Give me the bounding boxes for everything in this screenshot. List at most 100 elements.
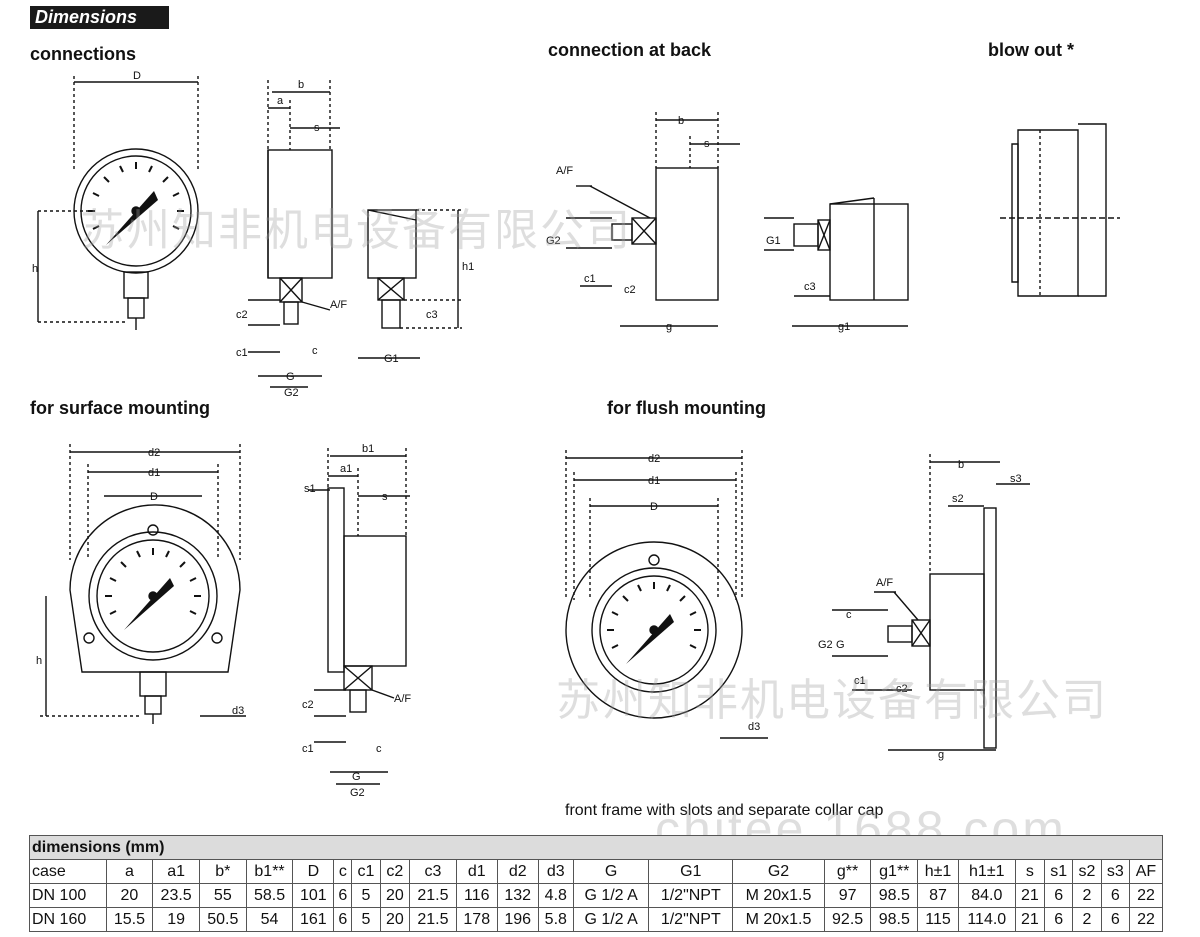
header-cell: c3 (409, 859, 457, 884)
dim-label-a1: a1 (340, 463, 352, 475)
dim-label-c: c (312, 345, 318, 357)
dim-label-b: b (298, 79, 304, 91)
table-cell: 161 (292, 907, 335, 932)
dim-label-b-back: b (678, 115, 684, 127)
dim-label-s3: s3 (1010, 473, 1022, 485)
dim-label-G2-back: G2 (546, 235, 561, 247)
header-cell: b1** (245, 859, 294, 884)
header-cell: s2 (1072, 859, 1102, 884)
dim-label-G: G (286, 371, 295, 383)
dim-label-G1: G1 (384, 353, 399, 365)
section-title-connections: connections (30, 44, 137, 64)
table-cell: M 20x1.5 (732, 883, 825, 908)
dim-label-af-back: A/F (556, 165, 573, 177)
dim-label-h-surface: h (36, 655, 42, 667)
table-cell: 98.5 (870, 883, 919, 908)
table-cell: 54 (245, 907, 294, 932)
section-title-connection-at-back: connection at back (548, 40, 712, 60)
table-cell: 21.5 (409, 907, 457, 932)
dim-label-g1: g1 (838, 321, 850, 333)
header-cell: G (572, 859, 650, 884)
header-cell: c2 (379, 859, 411, 884)
header-cell: h±1 (917, 859, 959, 884)
header-cell: h1±1 (957, 859, 1016, 884)
dim-label-c1-surface: c1 (302, 743, 314, 755)
dim-label-d1-flush: d1 (648, 475, 660, 487)
surface-mount-side: b1 a1 s1 s A/F c2 c1 c G G2 (302, 443, 411, 799)
surface-mount-front: d2 d1 D h d3 (36, 444, 246, 724)
table-cell: M 20x1.5 (732, 907, 825, 932)
table-cell: G 1/2 A (572, 883, 650, 908)
table-cell: 6 (1044, 883, 1074, 908)
back-connection-view: b s A/F G2 c1 c2 g G1 c3 g1 (546, 112, 909, 333)
table-header-row: case a a1 b* b1** D c c1 c2 c3 d1 d2 d3 … (29, 859, 1164, 884)
dim-label-c3: c3 (426, 309, 438, 321)
dim-label-s2: s2 (952, 493, 964, 505)
dim-label-b-flush: b (958, 459, 964, 471)
header-cell: d3 (537, 859, 574, 884)
header-cell: G2 (732, 859, 825, 884)
table-cell: 1/2"NPT (648, 907, 734, 932)
header-cell: g1** (870, 859, 919, 884)
header-cell: a1 (152, 859, 200, 884)
table-cell: 58.5 (245, 883, 294, 908)
header-cell: AF (1128, 859, 1164, 884)
header-cell: s3 (1100, 859, 1130, 884)
table-cell: 4.8 (537, 883, 574, 908)
dim-label-D-flush: D (650, 501, 658, 513)
dim-label-c2-surface: c2 (302, 699, 314, 711)
table-cell: 21 (1014, 883, 1046, 908)
table-cell: 19 (152, 907, 200, 932)
section-title-surface-mounting: for surface mounting (30, 398, 211, 418)
gauge-front-view: D h (32, 70, 199, 330)
dimensions-table: dimensions (mm) case a a1 b* b1** D c c1… (29, 835, 1164, 932)
table-cell: 23.5 (152, 883, 200, 908)
dim-label-d2-surface: d2 (148, 447, 160, 459)
dim-label-s1-surface: s1 (304, 483, 316, 495)
caption-front-frame: front frame with slots and separate coll… (565, 802, 884, 819)
table-cell: 21.5 (409, 883, 457, 908)
dim-label-c1: c1 (236, 347, 248, 359)
dim-label-s-surface: s (382, 491, 388, 503)
table-cell: 6 (333, 907, 353, 932)
table-cell: DN 100 (29, 883, 107, 908)
dim-label-s-back: s (704, 138, 710, 150)
table-cell: 21 (1014, 907, 1046, 932)
dim-label-af-flush: A/F (876, 577, 893, 589)
table-row: DN 160 15.5 19 50.5 54 161 6 5 20 21.5 1… (29, 907, 1164, 932)
table-cell: 6 (333, 883, 353, 908)
dim-label-h1: h1 (462, 261, 474, 273)
table-cell: 115 (917, 907, 959, 932)
table-cell: DN 160 (29, 907, 107, 932)
table-cell: 6 (1100, 883, 1130, 908)
table-cell: 196 (496, 907, 539, 932)
dim-label-c2-back: c2 (624, 284, 636, 296)
header-cell: b* (198, 859, 247, 884)
table-cell: 20 (379, 907, 411, 932)
watermark-company-top: 苏州知非机电设备有限公司 (80, 206, 632, 255)
dim-label-af: A/F (330, 299, 347, 311)
table-cell: 15.5 (105, 907, 154, 932)
dim-label-G2-flush: G2 (818, 639, 833, 651)
dim-label-c1-back: c1 (584, 273, 596, 285)
dim-label-g-flush: g (938, 749, 944, 761)
gauge-side-variant: h1 c3 G1 (358, 209, 474, 365)
dim-label-c2-flush: c2 (896, 683, 908, 695)
header-cell: d1 (455, 859, 498, 884)
table-cell: 5.8 (537, 907, 574, 932)
dim-label-d3-surface: d3 (232, 705, 244, 717)
table-cell: 1/2"NPT (648, 883, 734, 908)
table-cell: 5 (351, 907, 381, 932)
dim-label-D: D (133, 70, 141, 82)
watermark-company-bottom: 苏州知非机电设备有限公司 (556, 676, 1108, 725)
flush-mount-front: d2 d1 D d3 (565, 450, 768, 739)
dim-label-c1-flush: c1 (854, 675, 866, 687)
dim-label-b1: b1 (362, 443, 374, 455)
flush-mount-side: b s3 s2 A/F c G2 G c1 c2 g (818, 454, 1030, 761)
table-cell: 101 (292, 883, 335, 908)
dim-label-c-surface: c (376, 743, 382, 755)
dim-label-G2: G2 (284, 387, 299, 399)
table-cell: 132 (496, 883, 539, 908)
header-cell: G1 (648, 859, 734, 884)
header-cell: c (333, 859, 353, 884)
